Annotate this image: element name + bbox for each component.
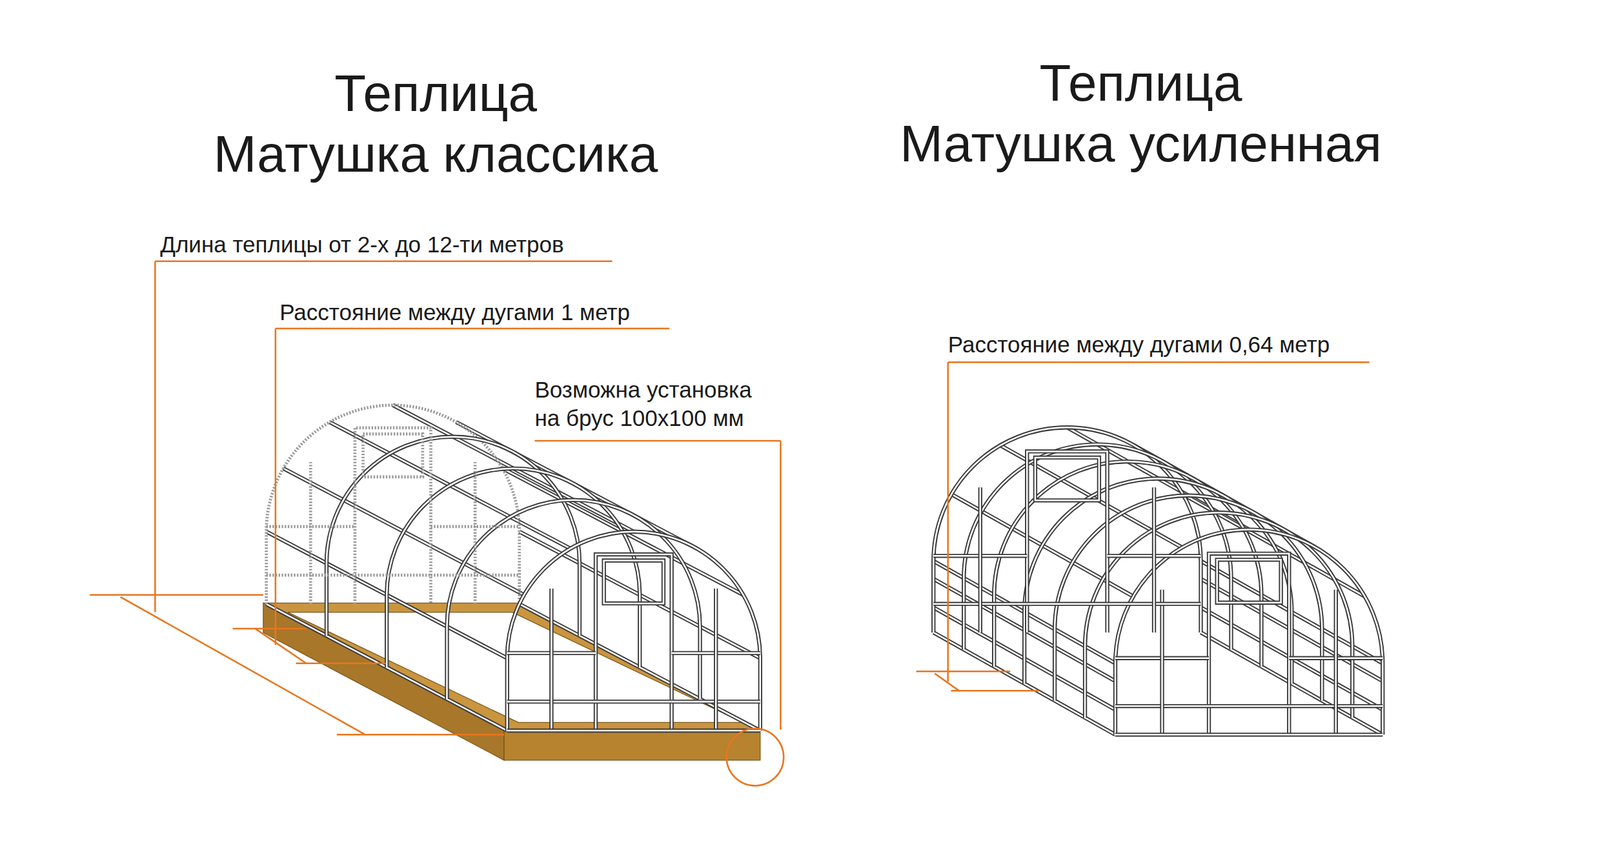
title-text: Теплица Матушка усиленная [899,52,1382,175]
leader-line [274,328,277,645]
leader-line [946,362,949,682]
leader-line [934,673,960,691]
leader-line [232,627,306,630]
leader-line [275,327,670,330]
leader-line [950,689,1039,692]
leader-line [120,597,366,735]
leader-line [916,670,1011,673]
callout-label: Расстояние между дугами 0,64 метр [948,330,1330,359]
greenhouse-classic-frame [266,405,761,731]
leader-line [154,260,612,263]
leader-line [336,733,505,736]
leader-line [779,440,782,730]
leader-line [254,628,306,664]
callout-label: Возможна установка на брус 100х100 мм [534,375,770,433]
leader-line [534,440,781,443]
callout-label: Длина теплицы от 2-х до 12-ти метров [160,230,564,259]
detail-circle [726,728,785,787]
callout-label: Расстояние между дугами 1 метр [279,298,630,327]
title-text: Теплица Матушка классика [213,63,658,185]
leader-lines [89,261,1370,787]
leader-line [154,261,157,613]
leader-line [295,662,386,665]
leader-line [948,361,1370,364]
leader-line [89,593,264,596]
greenhouse-reinforced-frame [933,427,1383,735]
